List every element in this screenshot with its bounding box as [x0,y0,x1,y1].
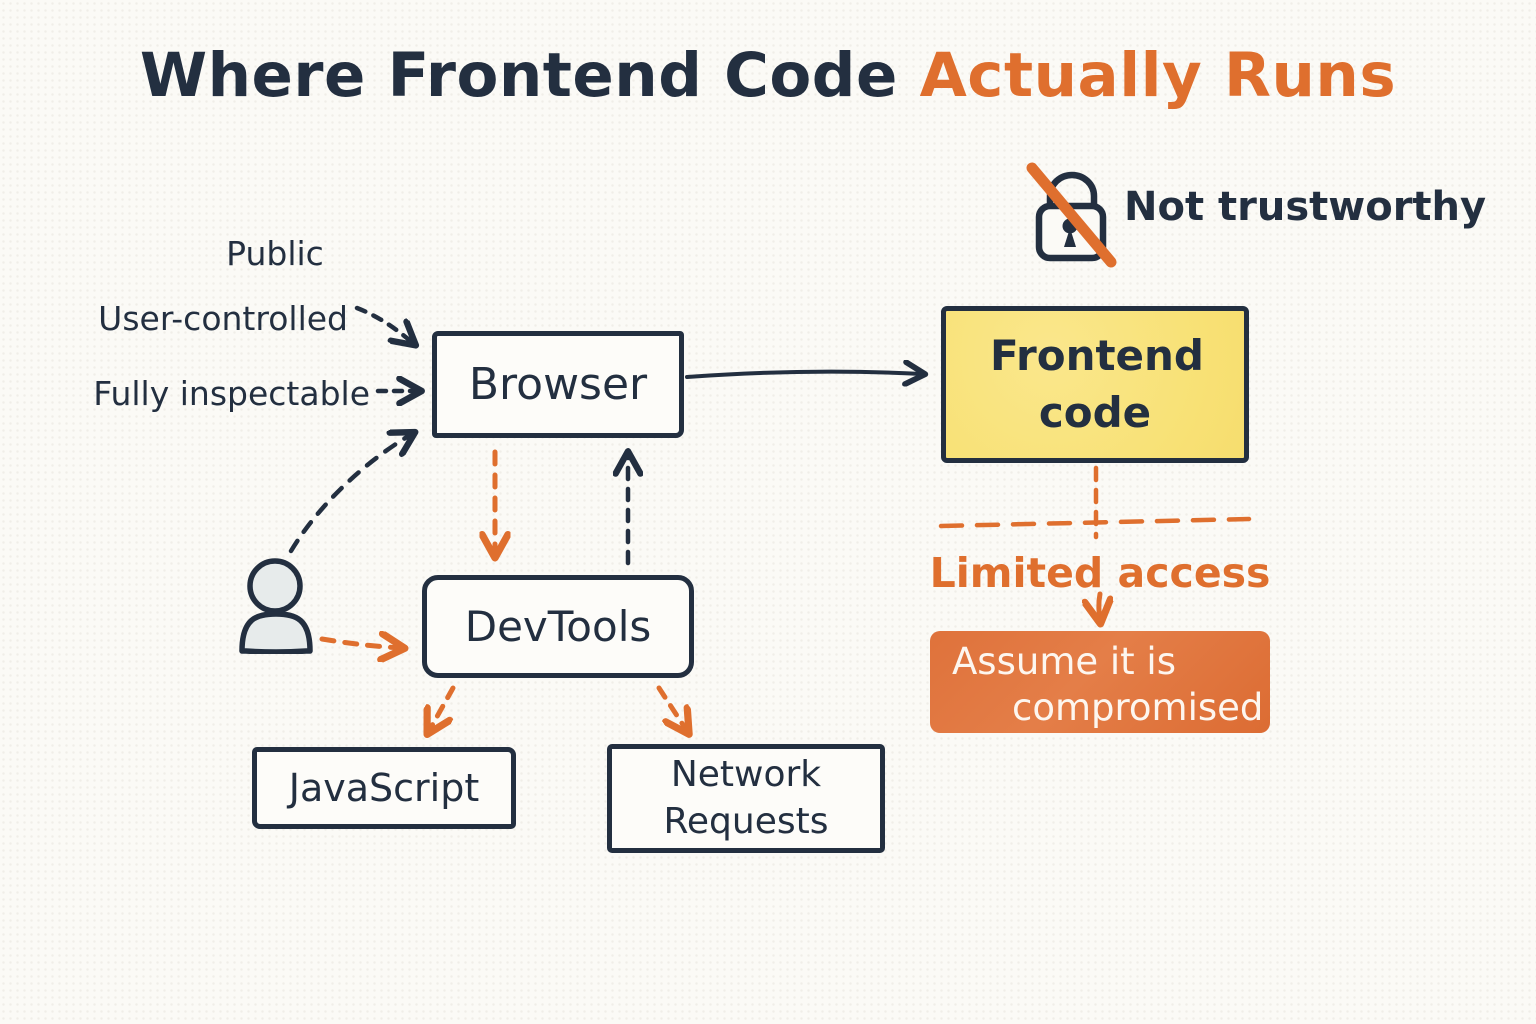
label-public: Public [226,234,324,273]
node-javascript: JavaScript [252,747,516,829]
person-icon [239,558,313,654]
assume-compromised-box: Assume it is compromised [930,631,1270,733]
node-javascript-label: JavaScript [288,766,480,810]
page-title: Where Frontend Code Actually Runs [0,40,1536,111]
limited-access-label: Limited access [929,549,1271,597]
arrow-user-controlled-to-browser [354,305,413,343]
label-fully-inspectable: Fully inspectable [93,374,370,413]
arrow-person-to-browser [288,434,412,554]
arrow-browser-to-frontend [685,372,922,377]
line-trust-boundary [938,516,1252,529]
arrow-devtools-to-network [656,685,687,731]
node-devtools-label: DevTools [464,602,652,651]
node-frontend-code: Frontend code [941,306,1249,463]
assume-compromised-line1: Assume it is [952,640,1176,683]
node-browser-label: Browser [468,359,648,410]
node-devtools: DevTools [422,575,694,678]
arrow-limited-to-assume [1099,591,1100,620]
node-network-requests: Network Requests [607,744,885,853]
node-browser: Browser [432,331,684,438]
title-dark-text: Where Frontend Code [139,40,898,111]
not-trustworthy-label: Not trustworthy [1124,184,1487,230]
arrow-person-to-devtools [319,639,401,648]
label-user-controlled: User-controlled [98,299,348,338]
lock-crossed-icon [1026,162,1117,268]
title-accent-text: Actually Runs [919,40,1397,111]
assume-compromised-line2: compromised [1012,686,1264,730]
arrow-devtools-to-javascript [429,685,456,731]
node-network-requests-label: Network Requests [663,753,829,842]
node-frontend-code-label: Frontend code [990,330,1204,437]
